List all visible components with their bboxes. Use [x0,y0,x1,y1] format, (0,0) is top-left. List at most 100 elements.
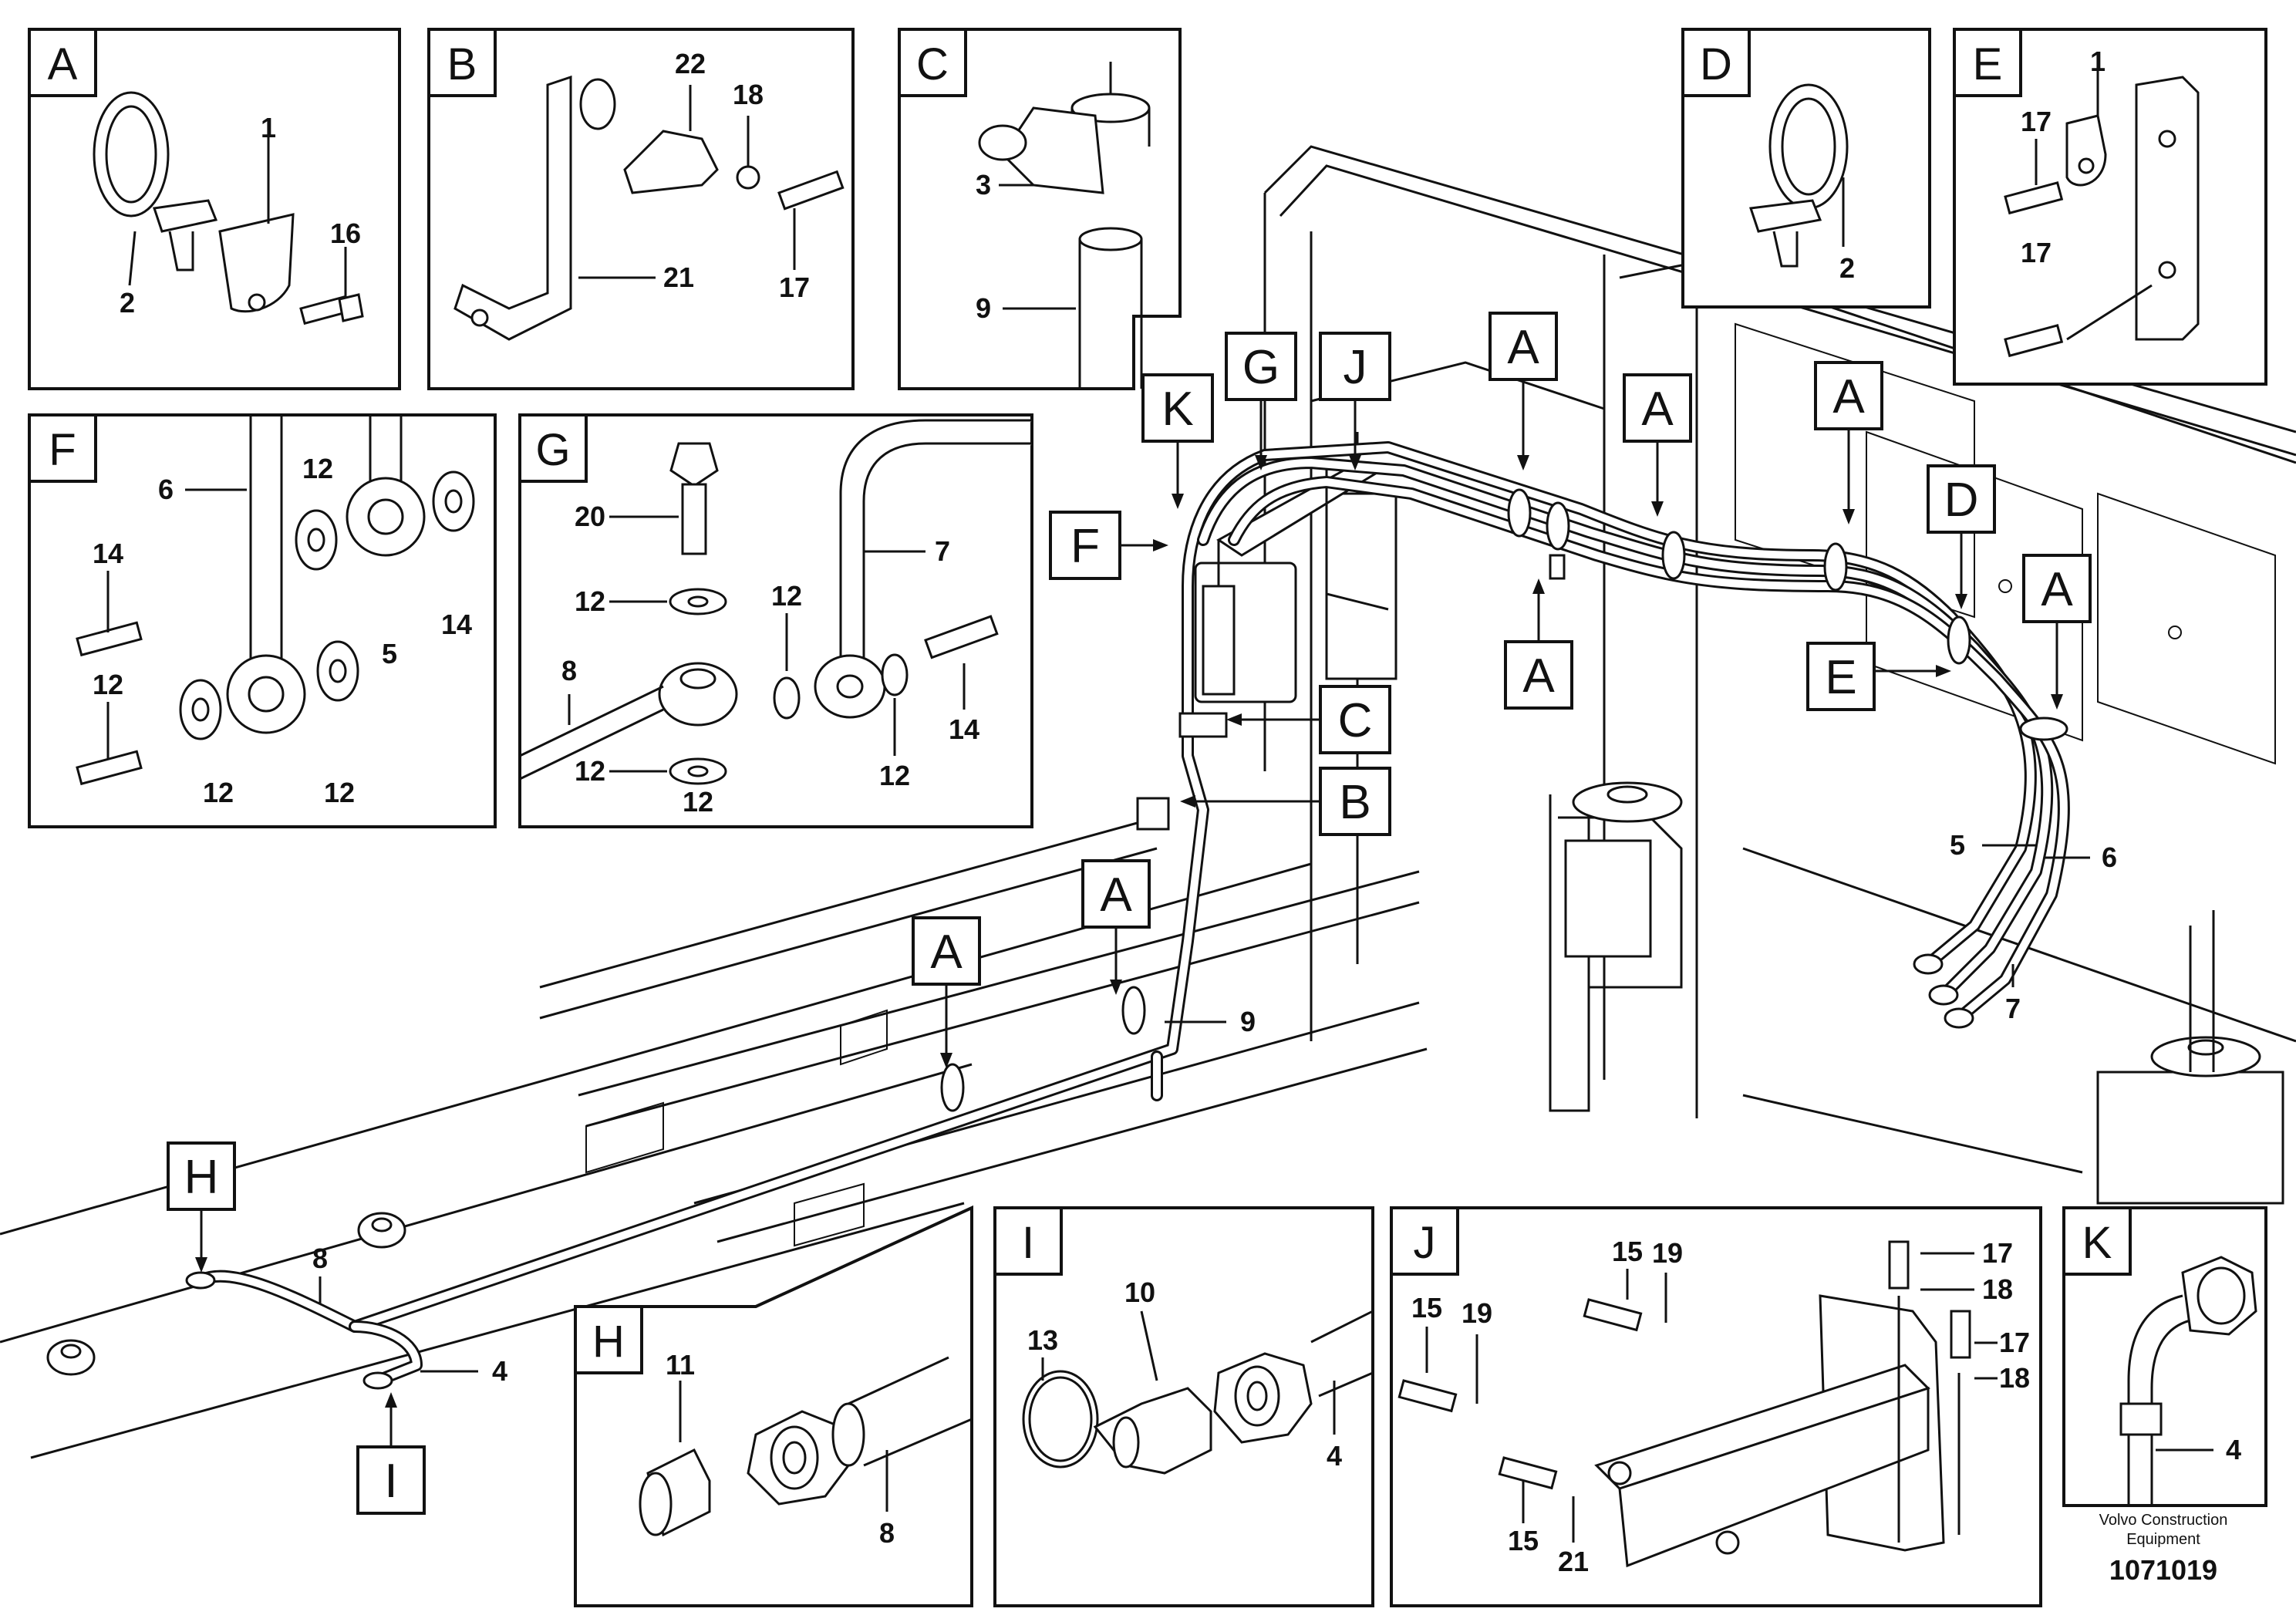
svg-text:5: 5 [382,638,397,669]
svg-text:17: 17 [1982,1237,2013,1269]
svg-text:11: 11 [666,1349,695,1381]
detail-panel-j: J 15 19 17 18 15 19 17 18 15 21 [1390,1206,2042,1607]
tag-box [1927,464,1996,534]
svg-text:10: 10 [1124,1276,1155,1308]
svg-text:12: 12 [771,580,802,612]
svg-text:J: J [1414,1218,1436,1268]
svg-text:16: 16 [330,218,361,249]
tag-box [356,1445,426,1515]
tag-box [1081,859,1151,929]
tag-box [1049,511,1121,580]
tag-box [1319,685,1391,754]
svg-text:6: 6 [158,474,174,505]
svg-text:H: H [592,1317,625,1367]
svg-text:2: 2 [120,287,135,319]
svg-text:14: 14 [949,713,979,745]
tag-letter: K [1161,383,1193,436]
svg-text:12: 12 [879,760,910,791]
svg-text:19: 19 [1462,1297,1492,1329]
tag-letter: C [1338,694,1373,747]
svg-text:2: 2 [1839,252,1855,284]
tag-letter: A [1100,868,1132,922]
svg-text:14: 14 [93,538,123,569]
brand-line-1: Volvo Construction [2099,1512,2228,1529]
svg-text:I: I [1022,1218,1034,1268]
svg-text:12: 12 [93,669,123,700]
detail-panel-a: A 1 2 16 [28,28,401,390]
svg-text:15: 15 [1411,1292,1442,1324]
svg-text:20: 20 [575,501,605,532]
detail-panel-i: I 13 10 4 [993,1206,1374,1607]
svg-text:21: 21 [663,261,694,293]
brand-line-2: Equipment [2126,1531,2200,1548]
svg-text:D: D [1700,39,1732,89]
tag-letter: D [1944,474,1979,527]
tag-letter: J [1344,341,1367,394]
tag-letter: H [184,1151,219,1204]
tag-letter: A [1641,383,1674,436]
detail-panel-h: H 11 8 [574,1205,973,1607]
svg-text:22: 22 [675,48,706,79]
svg-text:15: 15 [1508,1525,1539,1556]
svg-text:13: 13 [1027,1324,1058,1356]
detail-panel-b: B 22 18 17 21 [427,28,855,390]
svg-text:7: 7 [935,535,950,567]
svg-text:17: 17 [1999,1327,2030,1358]
svg-text:E: E [1973,39,2003,89]
svg-text:A: A [48,39,78,89]
svg-text:4: 4 [1327,1440,1342,1472]
svg-text:12: 12 [683,786,713,818]
svg-text:15: 15 [1612,1236,1643,1267]
tag-box [1319,332,1391,401]
detail-panel-e: E 1 17 17 [1953,28,2267,386]
tag-letter: B [1339,776,1371,829]
svg-text:17: 17 [779,271,810,303]
callout-number: 9 [1240,1006,1256,1037]
svg-text:12: 12 [324,777,355,808]
detail-panel-d: D 2 [1681,28,1931,309]
tag-letter: A [1507,321,1539,374]
tag-letter: G [1242,341,1279,394]
svg-text:B: B [447,39,477,89]
svg-text:19: 19 [1652,1237,1683,1269]
svg-text:8: 8 [561,655,577,686]
svg-text:3: 3 [976,169,991,201]
detail-panel-k: K 4 [2062,1206,2267,1507]
svg-text:17: 17 [2021,106,2052,137]
detail-panel-g: G 20 12 7 8 12 12 14 12 12 [518,413,1033,828]
tag-letter: A [1522,649,1555,703]
tag-box [2022,554,2092,623]
tag-box [1504,640,1573,710]
callout-number: 7 [2005,993,2021,1024]
tag-box [1806,642,1876,711]
drawing-footer: Volvo Construction Equipment 1071019 [2099,1512,2228,1586]
svg-text:1: 1 [261,112,276,143]
detail-tags: K G J A A A D A F A [167,312,2092,1515]
drawing-number: 1071019 [2109,1554,2217,1586]
svg-text:12: 12 [575,755,605,787]
callout-number: 8 [312,1243,328,1274]
svg-text:9: 9 [976,292,991,324]
callout-number: 5 [1950,829,1965,861]
hydraulic-lines [185,441,2070,1390]
svg-text:14: 14 [441,609,472,640]
svg-text:12: 12 [203,777,234,808]
tag-box [1225,332,1297,401]
detail-panel-f: F 6 12 14 5 12 14 12 12 [28,413,497,828]
svg-text:18: 18 [1999,1362,2030,1394]
svg-text:12: 12 [302,453,333,484]
svg-text:F: F [49,425,76,475]
tag-box [1489,312,1558,381]
svg-text:18: 18 [733,79,764,110]
callout-number: 4 [492,1355,507,1387]
tag-letter: A [1832,370,1865,423]
tag-box [1319,767,1391,836]
svg-text:G: G [535,425,570,475]
detail-panel-c: C 3 9 [898,28,1182,390]
tag-letter: I [384,1455,397,1508]
callout-number: 6 [2102,841,2117,873]
svg-text:17: 17 [2021,237,2052,268]
svg-text:C: C [916,39,949,89]
svg-text:12: 12 [575,585,605,617]
